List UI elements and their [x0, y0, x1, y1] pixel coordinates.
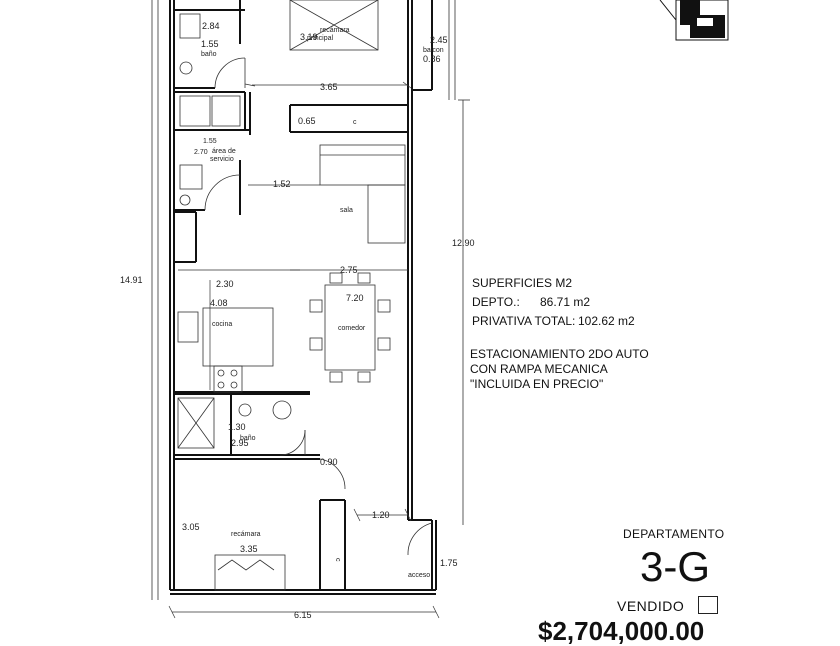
room-balcon: balcon	[423, 47, 444, 54]
superficies-depto-value: 86.71 m2	[540, 295, 591, 309]
dim-615: 6.15	[294, 610, 312, 620]
parking-note: ESTACIONAMIENTO 2DO AUTO CON RAMPA MECAN…	[470, 347, 649, 392]
room-recamara-principal-line2: principal	[307, 35, 334, 42]
unit-label: DEPARTAMENTO	[623, 527, 725, 541]
furniture	[177, 0, 406, 591]
superficies-depto-label: DEPTO.:	[472, 295, 520, 309]
dim-086: 0.86	[423, 54, 441, 64]
dim-720: 7.20	[346, 293, 364, 303]
sold-label: VENDIDO	[617, 598, 685, 614]
unit-code: 3-G	[640, 543, 711, 590]
superficies-privativa-label: PRIVATIVA TOTAL:	[472, 314, 576, 328]
dim-065: 0.65	[298, 116, 316, 126]
room-bano-top: baño	[201, 51, 217, 58]
dim-245: 2.45	[430, 35, 448, 45]
parking-line-1: ESTACIONAMIENTO 2DO AUTO	[470, 347, 649, 361]
dim-1290: 12.90	[452, 238, 475, 248]
room-cocina: cocina	[212, 321, 232, 328]
dim-155b: 1.55	[203, 138, 217, 145]
dimension-labels: 2.84 1.55 3.19 2.45 0.86 3.65 0.65 1.55 …	[120, 21, 475, 620]
dim-365: 3.65	[320, 82, 338, 92]
room-acceso: acceso	[408, 572, 430, 579]
superficies-privativa-value: 102.62 m2	[578, 314, 635, 328]
room-recamara: recámara	[231, 531, 261, 538]
room-area-servicio-line1: área de	[212, 148, 236, 155]
dimension-lines	[168, 81, 440, 619]
price: $2,704,000.00	[538, 616, 705, 646]
superficies-title: SUPERFICIES M2	[472, 276, 573, 290]
floor-plan: recámara principal balcon baño área de s…	[120, 0, 729, 620]
dim-175: 1.75	[440, 558, 458, 568]
sold-checkbox[interactable]	[698, 596, 718, 614]
dim-1491: 14.91	[120, 275, 143, 285]
dim-130: 1.30	[228, 422, 246, 432]
room-sala: sala	[340, 207, 353, 214]
dim-284: 2.84	[202, 21, 220, 31]
room-closet-bottom: c	[334, 558, 341, 562]
dim-120: 1.20	[372, 510, 390, 520]
room-labels: recámara principal balcon baño área de s…	[201, 27, 444, 579]
room-recamara-principal-line1: recámara	[320, 27, 350, 34]
dim-230: 2.30	[216, 279, 234, 289]
dim-270: 2.70	[194, 149, 208, 156]
dim-319: 3.19	[300, 32, 318, 42]
dim-090: 0.90	[320, 457, 338, 467]
dim-152: 1.52	[273, 179, 291, 189]
room-closet-top: c	[353, 119, 357, 126]
room-area-servicio-line2: servicio	[210, 156, 234, 163]
dim-295: 2.95	[231, 438, 249, 448]
walls	[169, 0, 437, 595]
door-swings	[204, 57, 433, 556]
dim-408: 4.08	[210, 298, 228, 308]
room-bano-mid: baño	[240, 435, 256, 442]
dim-335: 3.35	[240, 544, 258, 554]
outer-reference-lines	[151, 0, 470, 600]
room-comedor: comedor	[338, 325, 366, 332]
dim-275: 2.75	[340, 265, 358, 275]
parking-line-2: CON RAMPA MECANICA	[470, 362, 608, 376]
dim-305: 3.05	[182, 522, 200, 532]
location-key-plan	[659, 0, 729, 41]
dim-155a: 1.55	[201, 39, 219, 49]
parking-line-3: "INCLUIDA EN PRECIO"	[470, 377, 604, 391]
